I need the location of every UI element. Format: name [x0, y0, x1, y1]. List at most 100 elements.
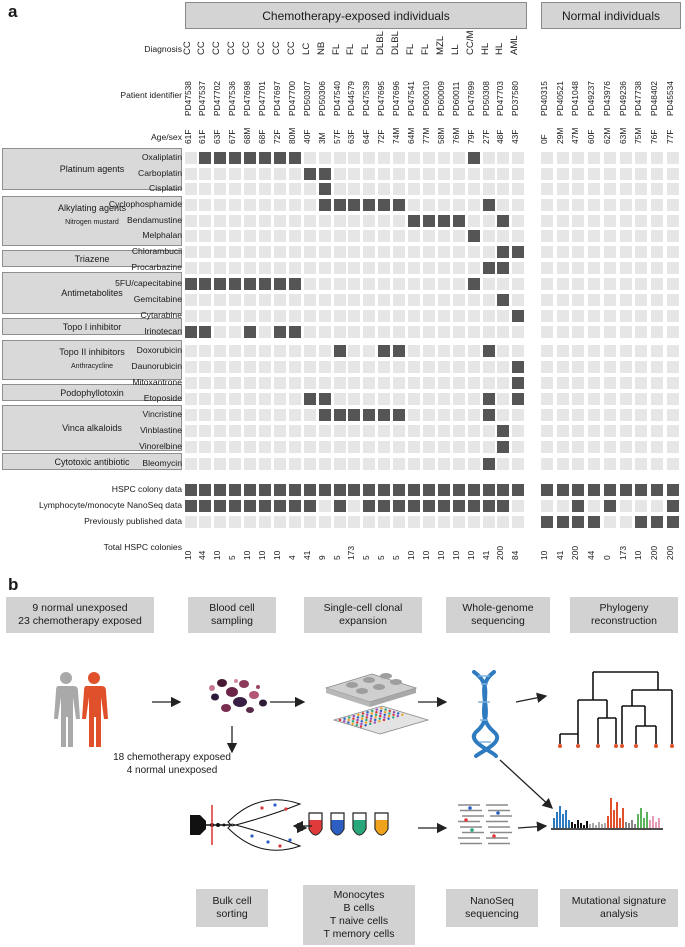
- grid-cell-empty: [512, 183, 525, 195]
- agesex-title: Age/sex: [150, 132, 182, 142]
- grid-cell-filled: [363, 409, 376, 421]
- grid-cell-filled: [288, 326, 301, 338]
- grid-cell-empty: [666, 294, 679, 306]
- nanoseq-line-2: sequencing: [465, 908, 519, 920]
- signature-bar: [613, 810, 615, 828]
- grid-cell-empty: [556, 441, 569, 453]
- grid-cell-empty: [273, 230, 286, 242]
- age-sex-label: 63F: [346, 129, 357, 144]
- row-label: Total HSPC colonies: [103, 542, 182, 552]
- grid-cell-filled: [452, 215, 465, 227]
- grid-cell-empty: [184, 393, 197, 405]
- grid-cell-empty: [363, 246, 376, 258]
- well-dot: [361, 712, 365, 715]
- grid-cell-empty: [467, 425, 480, 437]
- signature-bar: [607, 816, 609, 828]
- well-dot: [356, 721, 359, 724]
- signature-bar: [610, 798, 612, 828]
- grid-cell-empty: [229, 310, 242, 322]
- grid-cell-empty: [619, 326, 632, 338]
- grid-cell-empty: [229, 409, 242, 421]
- grid-cell-empty: [273, 393, 286, 405]
- colony-count-label: 200: [495, 546, 506, 560]
- signature-bar: [643, 818, 645, 828]
- colony-count-label: 173: [346, 546, 357, 560]
- grid-cell-filled: [333, 409, 346, 421]
- diagnosis-label: CC: [211, 41, 223, 55]
- grid-cell-empty: [666, 393, 679, 405]
- grid-cell-empty: [214, 458, 227, 470]
- drug-group-name: Triazene: [74, 253, 110, 264]
- grid-cell-empty: [229, 516, 242, 528]
- grid-cell-empty: [650, 500, 663, 512]
- grid-cell-empty: [303, 310, 316, 322]
- grid-cell-empty: [556, 262, 569, 274]
- grid-cell-empty: [452, 345, 465, 357]
- well-dot: [374, 716, 377, 719]
- grid-cell-empty: [467, 441, 480, 453]
- drug-group-name: Alkylating agents: [57, 203, 127, 213]
- nanoseq-line-1: NanoSeq: [470, 894, 514, 907]
- variant-dot: [468, 806, 472, 810]
- grid-cell-empty: [393, 246, 406, 258]
- subset-line-1: 18 chemotherapy exposed: [113, 752, 231, 763]
- grid-cell-empty: [214, 425, 227, 437]
- grid-cell-empty: [572, 152, 585, 164]
- grid-cell-empty: [556, 310, 569, 322]
- grid-cell-empty: [497, 516, 510, 528]
- grid-cell-filled: [184, 484, 197, 496]
- grid-cell-empty: [273, 199, 286, 211]
- wgs-box: Whole-genome sequencing: [446, 597, 550, 633]
- grid-cell-empty: [244, 183, 257, 195]
- grid-cell-filled: [497, 425, 510, 437]
- age-sex-label: 43F: [510, 129, 521, 144]
- grid-cell-empty: [467, 262, 480, 274]
- grid-cell-empty: [363, 516, 376, 528]
- grid-cell-empty: [452, 425, 465, 437]
- signature-bar: [559, 806, 561, 828]
- patient-id-label: PD47699: [465, 81, 476, 116]
- grid-cell-filled: [497, 484, 510, 496]
- grid-cell-empty: [259, 377, 271, 389]
- grid-cell-empty: [259, 199, 271, 211]
- grid-cell-empty: [214, 409, 227, 421]
- grid-cell-empty: [408, 294, 420, 306]
- grid-cell-empty: [303, 361, 316, 373]
- grid-cell-empty: [378, 377, 391, 389]
- grid-cell-empty: [603, 168, 616, 180]
- grid-cell-empty: [199, 393, 212, 405]
- grid-cell-empty: [635, 361, 648, 373]
- grid-cell-filled: [244, 326, 257, 338]
- colony-count-label: 10: [182, 550, 193, 560]
- grid-cell-empty: [393, 441, 406, 453]
- grid-cell-empty: [482, 310, 495, 322]
- grid-cell-filled: [199, 326, 212, 338]
- grid-cell-empty: [408, 425, 420, 437]
- cell-type-b-cells: B cells: [343, 901, 375, 914]
- grid-cell-empty: [666, 458, 679, 470]
- grid-cell-empty: [303, 246, 316, 258]
- grid-cell-empty: [588, 377, 601, 389]
- grid-cell-filled: [273, 326, 286, 338]
- age-sex-label: 61F: [197, 129, 208, 144]
- patient-id-label: PD60010: [420, 81, 431, 116]
- grid-cell-empty: [214, 262, 227, 274]
- grid-cell-empty: [393, 294, 406, 306]
- grid-cell-filled: [437, 484, 450, 496]
- grid-cell-empty: [588, 500, 601, 512]
- well-dot: [351, 722, 354, 726]
- grid-cell-empty: [244, 516, 257, 528]
- grid-cell-empty: [650, 152, 663, 164]
- grid-cell-empty: [437, 425, 450, 437]
- grid-cell-empty: [214, 246, 227, 258]
- grid-cell-empty: [348, 425, 361, 437]
- grid-cell-empty: [572, 199, 585, 211]
- grid-cell-empty: [572, 246, 585, 258]
- age-sex-label: 62M: [601, 127, 612, 144]
- grid-cell-empty: [452, 458, 465, 470]
- grid-cell-empty: [603, 215, 616, 227]
- grid-cell-empty: [452, 183, 465, 195]
- grid-cell-empty: [363, 278, 376, 290]
- grid-cell-filled: [467, 484, 480, 496]
- grid-cell-empty: [497, 183, 510, 195]
